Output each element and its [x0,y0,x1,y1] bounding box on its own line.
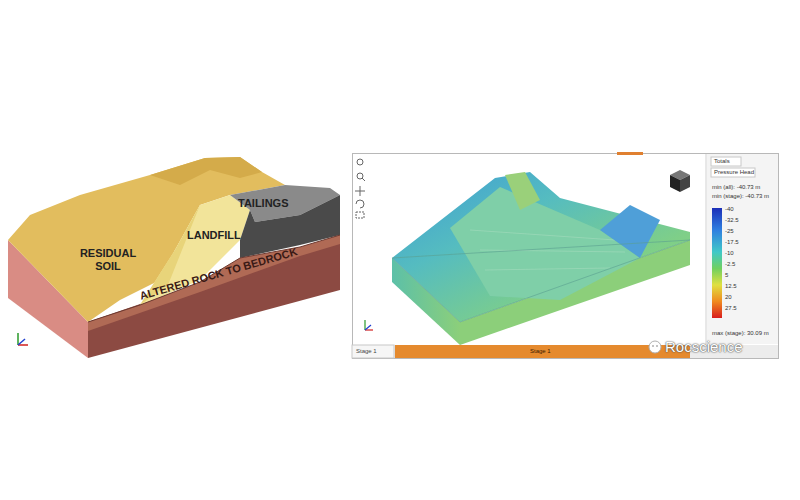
geology-block [8,157,340,358]
stage-tab: Stage 1 [530,348,551,355]
scale-value: -2.5 [725,261,735,268]
scale-value: 5 [725,272,728,279]
scale-value: -40 [725,206,734,213]
scale-value: 27.5 [725,305,737,312]
scale-value: -17.5 [725,239,739,246]
region-label: LANDFILL [187,229,241,242]
software-window [352,152,779,359]
stat-text: max (stage): 30.09 m [712,330,769,337]
dropdown-label: Pressure Head [714,169,754,176]
scale-value: -25 [725,228,734,235]
region-label: RESIDUAL SOIL [68,247,148,272]
watermark: Rocscience [665,338,743,355]
stat-text: min (all): -40.73 m [712,184,760,191]
scale-value: -32.5 [725,217,739,224]
stat-text: min (stage): -40.73 m [712,193,769,200]
stage-tab: Stage 1 [356,348,377,355]
scale-value: 20 [725,294,732,301]
dropdown-label: Totals [714,158,730,165]
scale-value: -10 [725,250,734,257]
region-label: TAILINGS [238,197,289,210]
scale-value: 12.5 [725,283,737,290]
